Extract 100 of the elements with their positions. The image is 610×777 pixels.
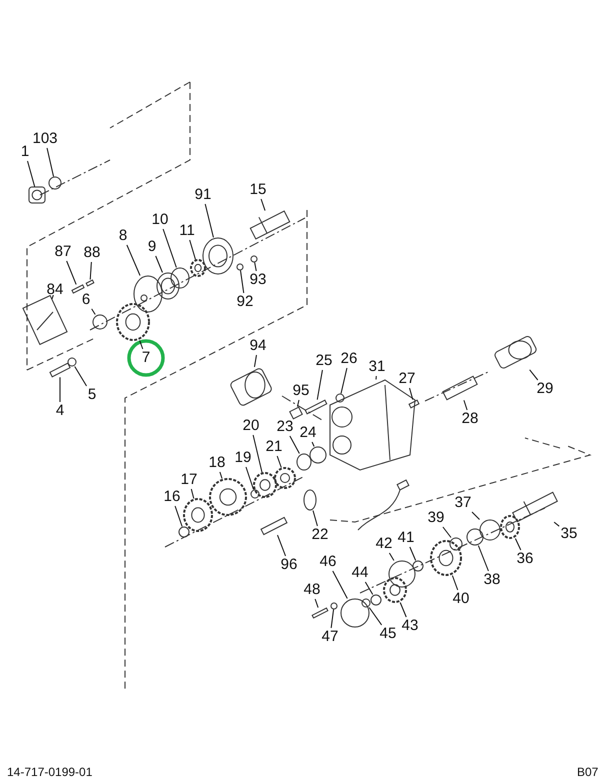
leader-line — [388, 552, 394, 561]
leader-line — [554, 522, 560, 527]
callout-number: 95 — [292, 383, 310, 399]
callout-number: 35 — [560, 526, 578, 542]
part-drawing — [202, 238, 234, 274]
part-drawing — [408, 400, 420, 408]
callout-number: 4 — [56, 403, 64, 419]
callout-number: 9 — [148, 239, 156, 255]
leader-line — [46, 148, 54, 177]
leader-line — [340, 368, 348, 394]
callout-number: 11 — [179, 223, 195, 239]
part-drawing — [312, 607, 328, 619]
callout-number: 29 — [536, 381, 554, 397]
leader-line — [368, 607, 382, 626]
callout-number: 22 — [312, 527, 328, 543]
leader-line — [240, 270, 244, 294]
callout-number: 5 — [88, 387, 96, 403]
callout-number: 19 — [234, 450, 252, 466]
leader-line — [155, 256, 163, 273]
part-drawing — [116, 303, 150, 341]
callout-number: 37 — [454, 495, 472, 511]
drawing-reference: B07 — [577, 765, 598, 777]
leader-line — [442, 526, 452, 538]
callout-number: 93 — [250, 272, 266, 288]
leader-line — [27, 160, 36, 187]
callout-number: 10 — [152, 212, 168, 228]
part-drawing — [183, 498, 213, 532]
leader-line — [478, 545, 489, 572]
leader-line — [91, 308, 96, 315]
leader-line — [472, 512, 480, 520]
callout-number: 28 — [462, 411, 478, 427]
part-drawing — [340, 598, 370, 628]
leader-line — [260, 198, 266, 212]
callout-number: 16 — [164, 489, 180, 505]
leader-line — [409, 388, 414, 400]
part-drawing — [48, 176, 62, 190]
part-drawing — [304, 400, 328, 414]
part-drawing — [493, 334, 538, 370]
part-drawing — [289, 406, 303, 420]
leader-line — [296, 400, 300, 408]
leader-line — [66, 260, 77, 285]
callout-number: 92 — [236, 294, 254, 310]
callout-number: 24 — [300, 425, 316, 441]
part-drawing — [250, 210, 290, 240]
leader-line — [139, 340, 144, 350]
part-drawing — [253, 472, 277, 498]
leader-line — [174, 506, 183, 527]
leader-line — [409, 546, 416, 561]
callout-number: 20 — [242, 418, 260, 434]
leader-line — [254, 262, 257, 272]
callout-number: 84 — [46, 282, 64, 298]
leader-line — [452, 575, 458, 590]
part-drawing — [178, 526, 190, 538]
callout-number: 94 — [250, 338, 266, 354]
callout-number: 43 — [402, 618, 418, 634]
leader-line — [252, 434, 263, 473]
part-drawing — [236, 264, 244, 270]
callout-number: 21 — [266, 439, 282, 455]
part-drawing — [209, 478, 247, 516]
callout-number: 17 — [180, 472, 198, 488]
callout-number: 23 — [276, 419, 294, 435]
part-drawing — [370, 594, 382, 606]
part-drawing — [388, 560, 416, 588]
drawing-reference: 14-717-0199-01 — [7, 765, 92, 777]
leader-line — [514, 538, 522, 550]
callout-number: 40 — [452, 591, 470, 607]
part-drawing — [170, 268, 190, 288]
part-drawing — [260, 516, 288, 536]
callout-number: 36 — [516, 551, 534, 567]
part-drawing — [86, 279, 94, 287]
leader-line — [190, 488, 194, 499]
callout-number: 26 — [340, 351, 358, 367]
leader-line — [316, 370, 323, 400]
part-drawing — [134, 276, 162, 312]
callout-number: 44 — [352, 565, 368, 581]
callout-number: 27 — [398, 371, 416, 387]
part-drawing — [49, 362, 71, 378]
callout-number: 48 — [304, 582, 320, 598]
callout-number: 38 — [484, 572, 500, 588]
leader-line — [289, 436, 300, 454]
callout-number: 96 — [280, 557, 298, 573]
callout-number: 15 — [250, 182, 266, 198]
part-drawing — [229, 366, 274, 408]
leader-line — [312, 442, 315, 447]
part-drawing — [22, 294, 68, 346]
leader-line — [400, 602, 407, 618]
callout-number: 25 — [316, 353, 332, 369]
part-drawing — [250, 256, 258, 262]
part-drawing — [336, 394, 344, 402]
part-drawing — [412, 560, 424, 572]
part-drawing — [466, 528, 484, 546]
callout-number: 1 — [20, 144, 30, 160]
leader-line — [74, 366, 88, 386]
leader-line — [529, 369, 538, 380]
callout-number: 88 — [84, 245, 100, 261]
callout-number: 18 — [208, 455, 226, 471]
callout-number: 6 — [82, 292, 90, 308]
leader-line — [376, 376, 377, 380]
part-drawing — [28, 186, 46, 204]
callout-number: 91 — [194, 187, 212, 203]
